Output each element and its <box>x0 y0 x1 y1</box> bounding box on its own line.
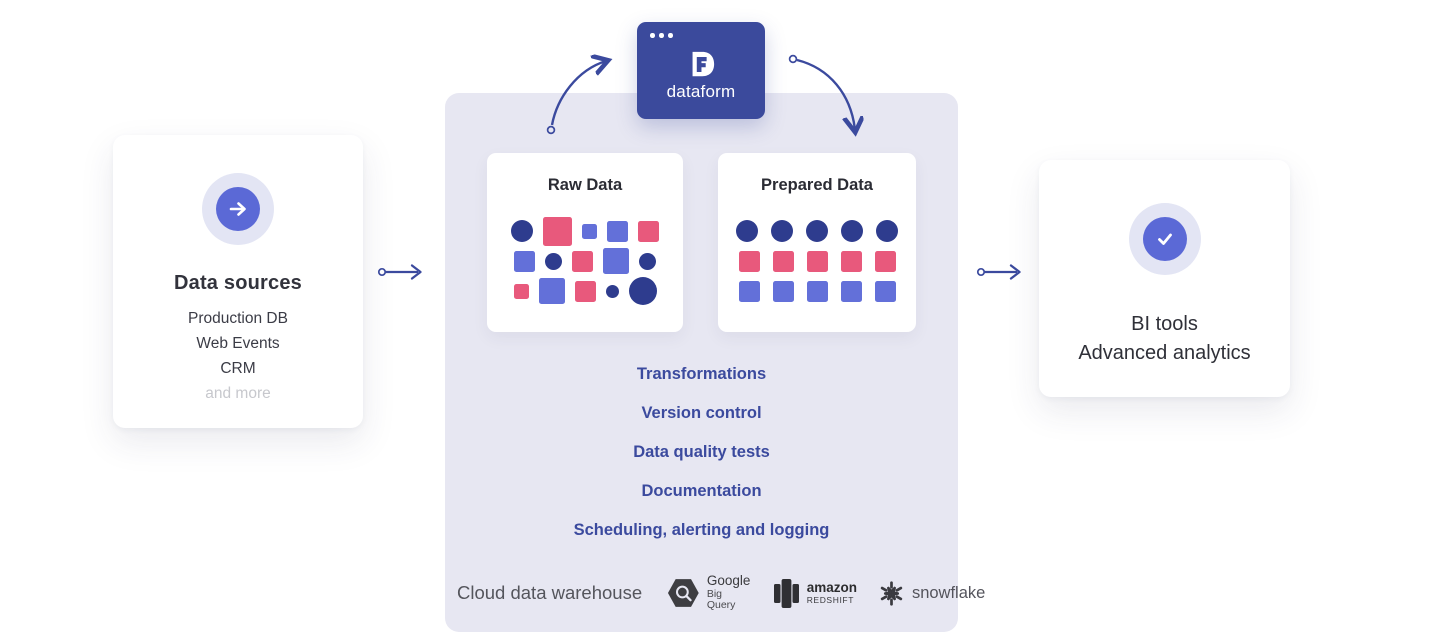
flow-arrow-pipeline-to-bi-icon <box>976 264 1021 280</box>
navy-circle <box>876 220 898 242</box>
bi-tools-line: BI tools <box>1131 313 1198 335</box>
navy-circle <box>605 284 619 298</box>
prepared-data-title: Prepared Data <box>761 176 873 194</box>
shape-row <box>718 276 916 306</box>
flow-arrow-into-dataform-icon <box>546 40 633 135</box>
shape-row <box>718 246 916 276</box>
flow-arrow-from-dataform-icon <box>788 54 873 146</box>
icon-halo <box>1128 203 1201 275</box>
icon-halo <box>202 173 274 245</box>
snowflake-icon <box>880 580 903 606</box>
shape-row <box>487 246 683 276</box>
pink-square <box>738 250 760 272</box>
window-dot <box>668 33 673 38</box>
bigquery-hexagon-icon <box>668 579 699 607</box>
pink-square <box>874 250 896 272</box>
dataform-logo-icon <box>692 51 715 77</box>
blue-square <box>840 280 862 302</box>
shape-row <box>718 216 916 246</box>
bigquery-label-line1: Google <box>706 573 751 589</box>
arrow-right-icon <box>229 202 246 216</box>
shape-row <box>487 216 683 246</box>
prepared-data-shapes <box>718 216 916 306</box>
prepared-data-card: Prepared Data <box>718 153 916 332</box>
blue-square <box>582 223 597 239</box>
snowflake-logo: snowflake <box>878 580 985 607</box>
blue-square <box>772 280 794 302</box>
shape-row <box>487 276 683 306</box>
redshift-label-line1: amazon <box>806 579 857 595</box>
data-source-item: CRM <box>220 360 256 377</box>
redshift-label-line2: REDSHIFT <box>806 594 854 605</box>
navy-circle <box>841 220 863 242</box>
pink-square <box>513 283 529 299</box>
arrow-right-circle-icon <box>216 187 260 231</box>
pink-square <box>806 250 828 272</box>
feature-item: Documentation <box>641 482 762 500</box>
feature-item: Version control <box>641 404 762 422</box>
dataform-window: dataform <box>637 22 765 119</box>
blue-square <box>538 278 565 304</box>
data-source-item: Web Events <box>196 335 280 352</box>
feature-item: Data quality tests <box>633 443 770 461</box>
blue-square <box>806 280 828 302</box>
pink-square <box>543 216 572 246</box>
navy-circle <box>736 220 758 242</box>
check-icon <box>1157 233 1172 245</box>
flow-arrow-sources-to-pipeline-icon <box>377 264 422 280</box>
raw-data-card: Raw Data <box>487 153 683 332</box>
raw-data-title: Raw Data <box>547 176 623 194</box>
window-dots-icon <box>650 33 673 38</box>
blue-square <box>607 220 628 242</box>
warehouse-row: Cloud data warehouse Google Big Query <box>457 569 985 617</box>
dataform-brand: dataform <box>666 82 736 101</box>
raw-data-shapes <box>487 216 683 306</box>
pink-square <box>638 220 659 242</box>
pink-square <box>572 250 593 272</box>
blue-square <box>514 250 535 272</box>
pink-square <box>574 280 596 302</box>
feature-item: Scheduling, alerting and logging <box>573 521 830 539</box>
check-circle-icon <box>1142 217 1187 261</box>
google-bigquery-logo: Google Big Query <box>667 573 752 612</box>
amazon-redshift-logo: amazon REDSHIFT <box>773 578 857 609</box>
window-dot <box>650 33 655 38</box>
pink-square <box>772 250 794 272</box>
redshift-database-icon <box>773 578 799 608</box>
feature-item: Transformations <box>636 365 767 383</box>
data-sources-more: and more <box>205 385 271 402</box>
blue-square <box>603 248 629 274</box>
navy-circle <box>806 220 828 242</box>
navy-circle <box>511 220 533 242</box>
bigquery-label-line2: Big Query <box>706 587 736 612</box>
window-dot <box>659 33 664 38</box>
bi-tools-line: Advanced analytics <box>1078 342 1251 364</box>
snowflake-label: snowflake <box>911 583 986 602</box>
blue-square <box>874 280 896 302</box>
navy-circle <box>771 220 793 242</box>
navy-circle <box>545 252 562 270</box>
blue-square <box>738 280 760 302</box>
data-sources-title: Data sources <box>173 272 302 294</box>
data-source-item: Production DB <box>188 310 288 327</box>
navy-circle <box>639 252 656 270</box>
navy-circle <box>628 277 657 305</box>
warehouse-label: Cloud data warehouse <box>457 582 643 603</box>
pink-square <box>840 250 862 272</box>
